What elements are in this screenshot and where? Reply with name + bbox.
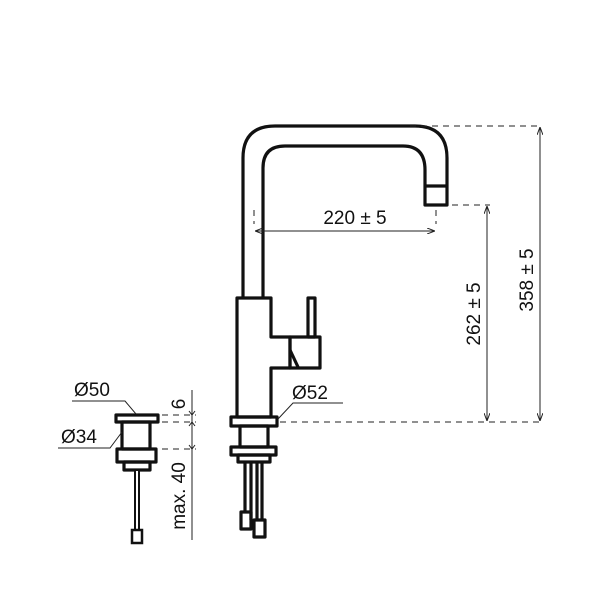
drain-nut (115, 447, 158, 464)
drain-flange-diameter-label: Ø50 (74, 380, 110, 401)
hose-fitting (239, 510, 253, 531)
faucet-body (235, 296, 292, 419)
lever-block (288, 335, 322, 370)
mount-washer (236, 453, 272, 464)
base-diameter-label: Ø52 (292, 383, 328, 404)
drain-fitting: Ø50 Ø34 6 max. 40 (58, 380, 196, 545)
drain-body (120, 420, 152, 451)
reach-dimension: 220 ± 5 (253, 208, 437, 231)
mount-shank (238, 424, 270, 449)
max-thickness-label: max. 40 (169, 462, 190, 530)
drain-body-diameter-label: Ø34 (61, 427, 97, 448)
drain-washer (122, 460, 152, 472)
drain-rod (134, 469, 140, 531)
height-dimensions: 358 ± 5 262 ± 5 (280, 125, 542, 423)
total-height-label: 358 ± 5 (517, 248, 538, 311)
supply-hoses (243, 462, 264, 520)
base-diameter-callout: Ø52 (277, 383, 343, 420)
drain-rod-fitting (130, 528, 144, 545)
lever-bevel (288, 349, 300, 368)
spout-outline (241, 124, 449, 298)
hose-fitting (252, 518, 267, 539)
flange-thickness-label: 6 (169, 399, 190, 410)
faucet (229, 124, 449, 539)
reach-label: 220 ± 5 (323, 208, 386, 229)
lever-handle (306, 296, 317, 339)
spout-height-label: 262 ± 5 (464, 282, 485, 345)
